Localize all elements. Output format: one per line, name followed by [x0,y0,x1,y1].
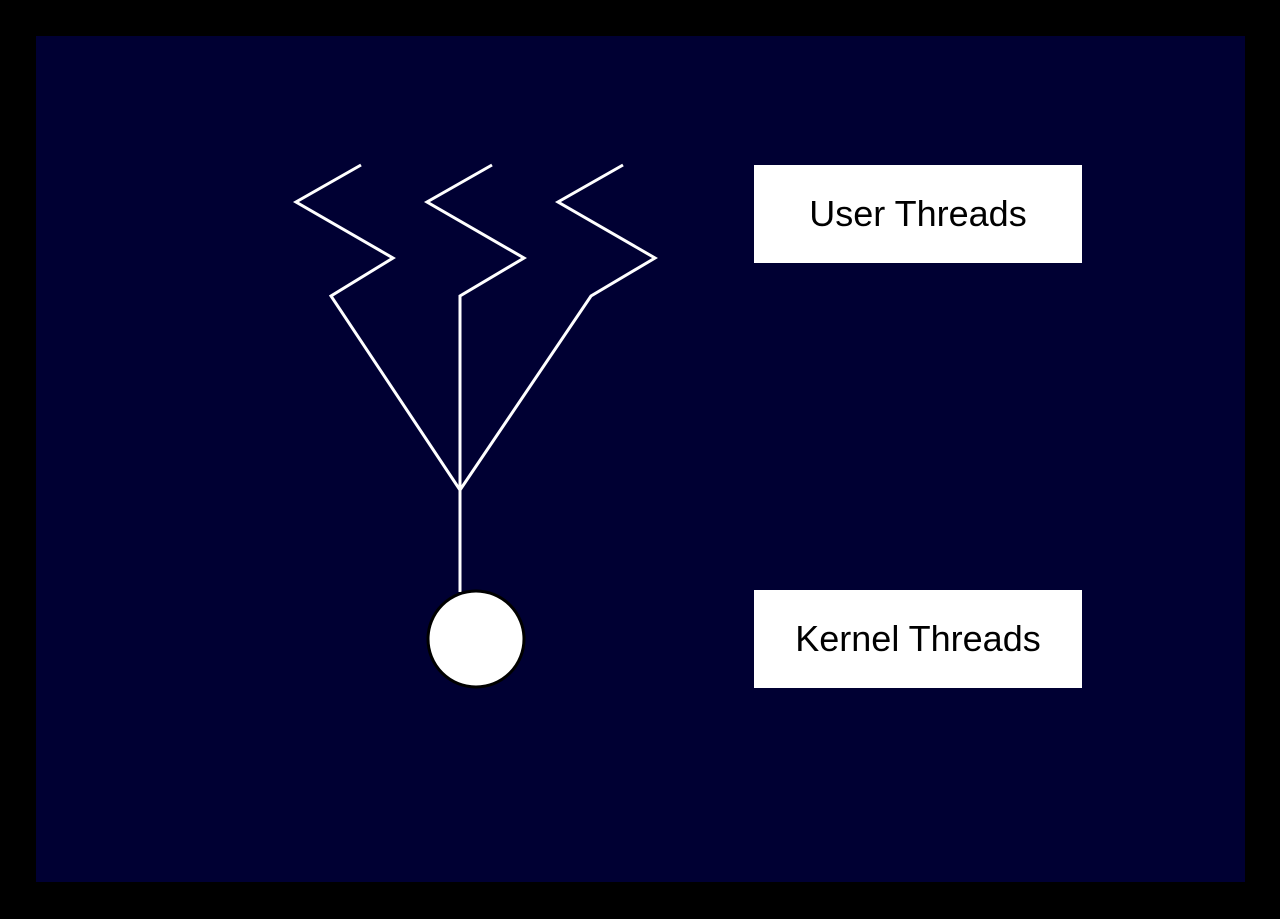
user-thread-3-icon [458,163,658,491]
kernel-threads-label: Kernel Threads [754,590,1082,688]
kernel-thread-circle-icon [426,589,526,689]
user-thread-1-icon [292,163,462,491]
user-threads-label: User Threads [754,165,1082,263]
kernel-threads-label-text: Kernel Threads [795,618,1041,659]
user-threads-label-text: User Threads [809,193,1027,234]
user-thread-2-icon [423,163,527,490]
